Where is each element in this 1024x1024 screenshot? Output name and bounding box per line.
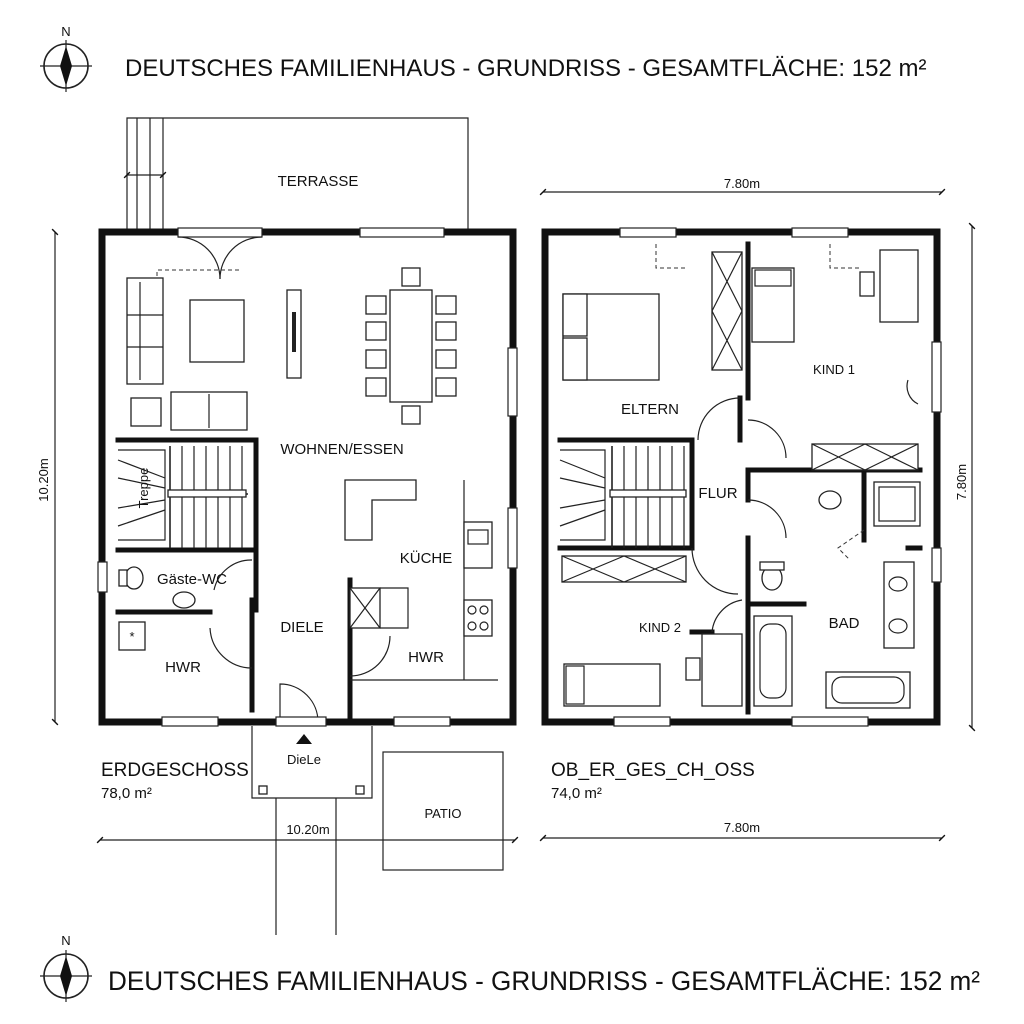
stairs-label: Treppe bbox=[136, 468, 151, 509]
terrace-door-left bbox=[177, 227, 263, 238]
room-label-gaeste-wc: Gäste-WC bbox=[157, 571, 227, 588]
room-label-eltern: ELTERN bbox=[621, 401, 679, 418]
entrance-door bbox=[275, 716, 327, 727]
desk-kind2 bbox=[701, 633, 743, 707]
wardrobe-kind1 bbox=[811, 443, 919, 471]
desk-kind1 bbox=[879, 249, 919, 323]
terrace: TERRASSE bbox=[123, 117, 469, 232]
room-label-diele: DIELE bbox=[280, 619, 323, 636]
side-table bbox=[130, 397, 162, 427]
wardrobe-kind2 bbox=[561, 555, 687, 583]
room-label-kueche: KÜCHE bbox=[400, 549, 453, 567]
double-sink bbox=[883, 561, 915, 649]
room-label-bad: BAD bbox=[829, 615, 860, 632]
bed-kind1 bbox=[751, 267, 795, 343]
floor-area-obergeschoss: 74,0 m² bbox=[551, 785, 602, 802]
terrace-door-right bbox=[359, 227, 445, 238]
kitchen-hob bbox=[463, 599, 493, 637]
upper-floor-plan: ELTERN KIND 1 bbox=[539, 176, 976, 842]
wardrobe-eltern bbox=[711, 251, 743, 371]
page-title-top: DEUTSCHES FAMILIENHAUS - GRUNDRISS - GES… bbox=[125, 55, 926, 82]
dim-upper-width-top: 7.80m bbox=[724, 176, 760, 191]
window-west-wc bbox=[97, 561, 108, 593]
patio bbox=[382, 751, 504, 871]
bathtub bbox=[825, 671, 911, 709]
room-label-hwr-right: HWR bbox=[408, 649, 444, 666]
kitchen-island bbox=[344, 479, 417, 541]
floor-area-erdgeschoss: 78,0 m² bbox=[101, 785, 152, 802]
entrance-porch: DieLe bbox=[251, 726, 373, 935]
svg-text:*: * bbox=[129, 629, 134, 644]
room-label-patio: PATIO bbox=[424, 806, 461, 821]
window-east-2 bbox=[507, 507, 518, 569]
window-south-2 bbox=[393, 716, 451, 727]
window-east-1 bbox=[507, 347, 518, 417]
north-label-bottom: N bbox=[61, 933, 70, 948]
page-title-bottom: DEUTSCHES FAMILIENHAUS - GRUNDRISS - GES… bbox=[108, 966, 980, 996]
room-label-hwr-left: HWR bbox=[165, 659, 201, 676]
north-arrow-top: N bbox=[40, 24, 92, 92]
kitchen-sink bbox=[463, 521, 493, 569]
window-south-1 bbox=[161, 716, 219, 727]
room-label-kind2: KIND 2 bbox=[639, 620, 681, 635]
coffee-table bbox=[189, 299, 245, 363]
bed-kind2 bbox=[563, 663, 661, 707]
dim-upper-width-bottom: 7.80m bbox=[724, 820, 760, 835]
north-label-top: N bbox=[61, 24, 70, 39]
room-label-kind1: KIND 1 bbox=[813, 362, 855, 377]
sofa-left bbox=[126, 277, 164, 385]
dim-ground-width: 10.20m bbox=[286, 822, 329, 837]
upper-floor-outer-wall bbox=[541, 228, 941, 726]
shower bbox=[873, 481, 921, 527]
room-label-wohnen-essen: WOHNEN/ESSEN bbox=[280, 441, 403, 458]
room-label-terrasse: TERRASSE bbox=[278, 173, 359, 190]
north-arrow-bottom: N bbox=[40, 933, 92, 1002]
staircase-ground: Treppe bbox=[117, 446, 248, 548]
guest-wc: Gäste-WC bbox=[118, 559, 253, 609]
staircase-upper bbox=[559, 446, 687, 548]
floor-name-erdgeschoss: ERDGESCHOSS bbox=[101, 760, 249, 781]
dim-ground-depth: 10.20m bbox=[36, 458, 51, 501]
floor-name-obergeschoss: OB_ER_GES_CH_OSS bbox=[551, 760, 755, 781]
room-label-flur: FLUR bbox=[698, 485, 737, 502]
dining-table bbox=[389, 289, 433, 403]
entrance-label: DieLe bbox=[287, 752, 321, 767]
dim-upper-depth: 7.80m bbox=[954, 464, 969, 500]
ground-floor-plan: TERRASSE bbox=[36, 117, 519, 935]
